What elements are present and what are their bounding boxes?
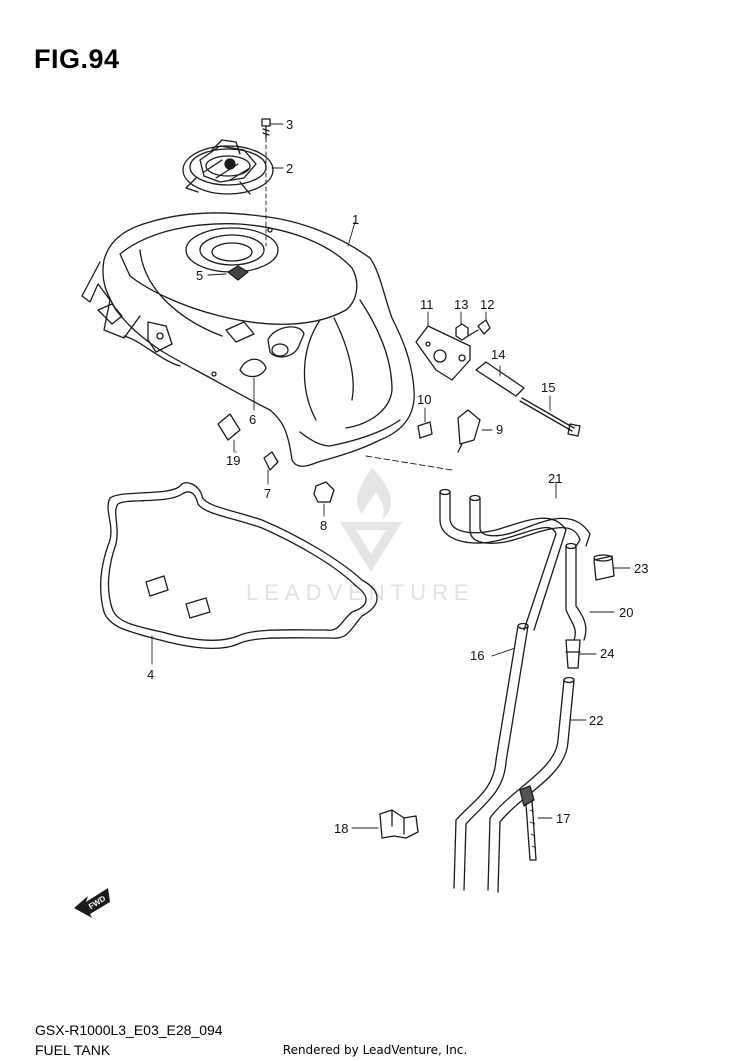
part-23-cap [593, 554, 631, 581]
model-code: GSX-R1000L3_E03_E28_094 [35, 1022, 223, 1038]
render-credit: Rendered by LeadVenture, Inc. [282, 1043, 468, 1057]
part-16-hose [453, 622, 529, 891]
callout-3: 3 [286, 117, 293, 132]
part-2-fuel-cap-assembly [182, 137, 284, 247]
callout-24: 24 [600, 646, 614, 661]
callout-9: 9 [496, 422, 503, 437]
callout-20: 20 [619, 605, 633, 620]
callout-11: 11 [420, 297, 434, 312]
part-18-clip [351, 809, 419, 839]
part-13-nut [455, 311, 469, 341]
fwd-arrow-icon: FWD [74, 888, 110, 918]
figure-title: FIG.94 [34, 44, 120, 74]
part-20-hose [565, 542, 615, 641]
callout-21: 21 [548, 471, 562, 486]
part-10-pad [417, 407, 433, 439]
callout-8: 8 [320, 518, 327, 533]
callout-10: 10 [417, 392, 431, 407]
callout-17: 17 [556, 811, 570, 826]
part-15-bolt [519, 395, 581, 437]
callout-4: 4 [147, 667, 154, 682]
callout-23: 23 [634, 561, 648, 576]
callout-14: 14 [491, 347, 505, 362]
leadventure-watermark: LEADVENTURE [246, 468, 475, 605]
watermark-text: LEADVENTURE [246, 580, 475, 605]
callout-7: 7 [264, 486, 271, 501]
callout-15: 15 [541, 380, 555, 395]
part-1-fuel-tank [81, 212, 453, 471]
callout-19: 19 [226, 453, 240, 468]
part-9-damper [457, 409, 493, 453]
callout-22: 22 [589, 713, 603, 728]
part-22-hose [487, 676, 587, 893]
section-name: FUEL TANK [35, 1042, 111, 1058]
part-21-hose [439, 481, 591, 631]
callout-12: 12 [480, 297, 494, 312]
callout-16: 16 [470, 648, 484, 663]
part-5-valve [207, 265, 249, 281]
part-7-clip [263, 451, 279, 485]
callout-2: 2 [286, 161, 293, 176]
part-4-seal [100, 482, 378, 665]
callout-13: 13 [454, 297, 468, 312]
part-11-bracket [415, 311, 471, 381]
part-24-joint [565, 639, 597, 669]
part-8-cushion [313, 481, 335, 517]
callout-1: 1 [352, 212, 359, 227]
part-19-pad [217, 413, 241, 453]
watermark-flame-icon [357, 468, 391, 520]
callout-5: 5 [196, 268, 203, 283]
part-14-collar [475, 361, 525, 397]
part-12-bolt [467, 311, 491, 337]
watermark-v-icon [340, 522, 402, 572]
callout-labels: 1 2 3 4 5 6 7 8 9 10 11 12 13 14 15 16 1… [147, 117, 648, 836]
callout-18: 18 [334, 821, 348, 836]
part-3-screw [261, 118, 284, 139]
callout-6: 6 [249, 412, 256, 427]
part-17-clamp [519, 785, 553, 861]
